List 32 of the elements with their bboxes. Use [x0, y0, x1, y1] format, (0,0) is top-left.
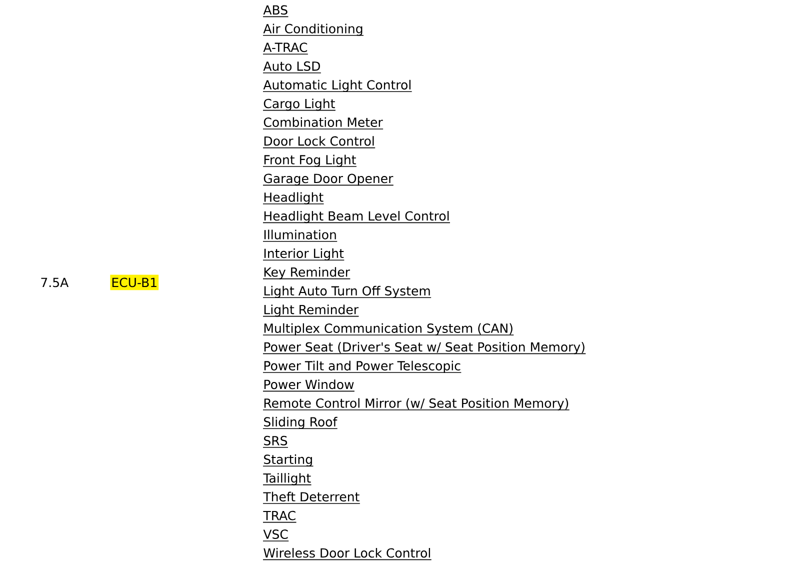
- amperage-text: 7.5A: [41, 278, 69, 288]
- link-text: Illumination: [262, 230, 338, 242]
- link-text: Light Reminder: [262, 304, 360, 317]
- link-text: Power Tilt and Power Telescopic: [262, 360, 462, 373]
- link-text: Garage Door Opener: [262, 174, 394, 186]
- link-text: Power Seat (Driver's Seat w/ Seat Position Memory): [262, 342, 586, 354]
- link-text: Cargo Light: [262, 98, 336, 111]
- link-text: A-TRAC: [262, 42, 308, 54]
- link-text: Multiplex Communication System (CAN): [262, 323, 514, 336]
- link-text: Auto LSD: [262, 61, 322, 74]
- link-text: Headlight: [262, 192, 324, 204]
- link-text: Remote Control Mirror (w/ Seat Position Memory): [262, 398, 570, 410]
- link-text: Automatic Light Control: [262, 80, 412, 92]
- link-text: SRS: [262, 436, 288, 448]
- link-text: Headlight Beam Level Control: [262, 211, 450, 224]
- highlighted-cell: ECU-B1: [110, 274, 159, 290]
- link-text: Interior Light: [262, 248, 345, 260]
- link-text: Theft Deterrent: [262, 492, 360, 504]
- link-text: VSC: [262, 530, 290, 542]
- link-text: Starting: [262, 454, 314, 466]
- link-text: Power Window: [262, 380, 355, 392]
- link-text: TRAC: [262, 510, 297, 523]
- link-text: Door Lock Control: [262, 136, 376, 148]
- link-text: ABS: [262, 5, 289, 18]
- link-text: Sliding Roof: [262, 416, 338, 429]
- link-text: Air Conditioning: [262, 24, 364, 36]
- link-text: Front Fog Light: [262, 154, 357, 167]
- link-text: Combination Meter: [262, 117, 384, 130]
- link-text: Wireless Door Lock Control: [262, 548, 432, 560]
- link-text: Light Auto Turn Off System: [262, 286, 432, 298]
- link-text: Taillight: [262, 473, 312, 486]
- link-text: Key Reminder: [262, 267, 351, 280]
